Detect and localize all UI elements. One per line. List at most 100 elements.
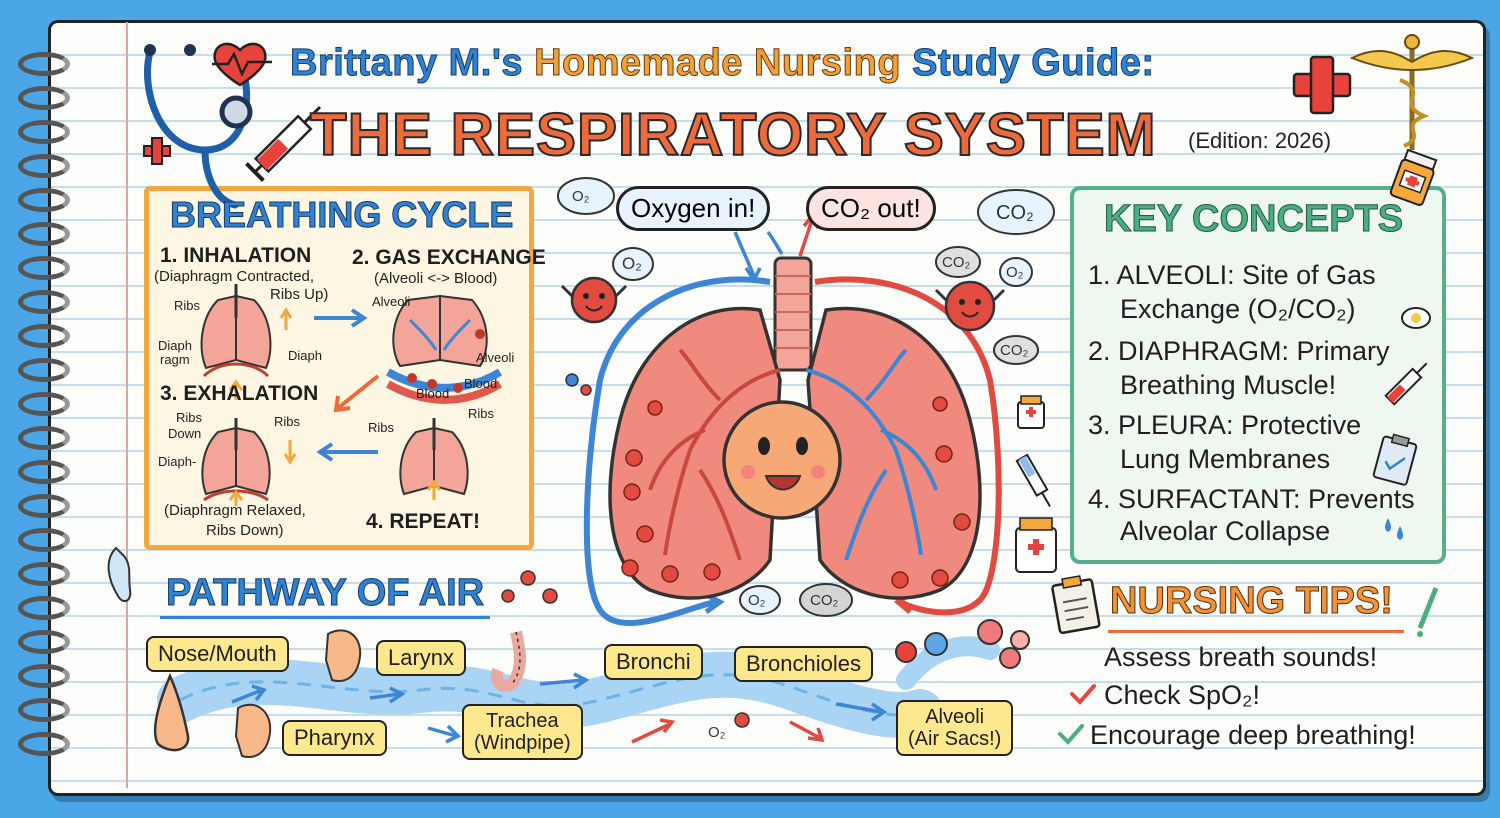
red-blood-cell-character — [934, 280, 1006, 332]
exhalation-note: (Diaphragm Relaxed, — [164, 502, 306, 519]
page-title: THE RESPIRATORY SYSTEM — [309, 100, 1157, 169]
o2-label: O₂ — [1006, 264, 1024, 281]
stethoscope-icon — [143, 44, 253, 209]
exhalation-lungs-diagram — [201, 418, 297, 506]
alveoli-label: Alveoli — [925, 706, 985, 728]
ribs-label: Ribs — [174, 298, 201, 313]
syringe-icon — [1015, 453, 1051, 507]
diaph-label: Diaph — [288, 348, 322, 363]
nursing-tips-heading: NURSING TIPS! — [1110, 580, 1394, 623]
medical-cross-icon — [143, 137, 171, 165]
trachea-label: Trachea — [486, 710, 559, 732]
spiral-ring — [18, 120, 70, 144]
oxygen-in-bubble: Oxygen in! — [616, 186, 771, 231]
checkmark-icon — [1058, 684, 1096, 745]
alveoli-box: Alveoli (Air Sacs!) — [896, 700, 1014, 756]
inhalation-title: 1. INHALATION — [160, 244, 312, 267]
o2-label: O₂ — [572, 188, 590, 205]
syringe-icon — [1384, 362, 1428, 406]
gas-exchange-note: (Alveoli <-> Blood) — [374, 270, 498, 287]
cycle-arrows — [314, 308, 380, 462]
spiral-ring — [18, 596, 70, 620]
gas-exchange-title: 2. GAS EXCHANGE — [352, 246, 546, 269]
key-concept-line: 3. PLEURA: Protective — [1088, 410, 1362, 440]
windpipe-label: (Windpipe) — [474, 732, 571, 754]
spiral-ring — [18, 392, 70, 416]
pathway-underline — [160, 616, 490, 619]
title-suffix: Study Guide: — [901, 42, 1155, 85]
trachea-box: Trachea (Windpipe) — [462, 704, 583, 760]
title-prefix: Brittany M.'s — [289, 42, 535, 85]
spiral-ring — [18, 52, 70, 76]
red-cross-icon — [1292, 55, 1352, 115]
o2-label: O₂ — [708, 724, 726, 741]
nose-mouth-box: Nose/Mouth — [146, 636, 289, 672]
blood-label: Blood — [464, 376, 498, 391]
decorative-molecules — [501, 373, 750, 728]
syringe-icon — [245, 105, 322, 182]
exhalation-note-2: Ribs Down) — [206, 522, 284, 539]
spiral-ring — [18, 528, 70, 552]
trachea-tube-icon — [490, 630, 526, 692]
tips-underline — [1108, 630, 1404, 633]
co2-label: CO₂ — [1000, 342, 1029, 359]
bronchioles-box: Bronchioles — [734, 646, 873, 682]
spiral-ring — [18, 494, 70, 518]
key-concept-line: Exchange (O₂/CO₂) — [1120, 294, 1356, 324]
co2-label: CO₂ — [996, 202, 1034, 224]
egg-icon — [1401, 307, 1431, 329]
bronchi-box: Bronchi — [604, 644, 703, 680]
key-concept-line: 1. ALVEOLI: Site of Gas — [1088, 260, 1376, 290]
gas-exchange-diagram — [386, 294, 503, 404]
pill-bottle-icon — [1389, 148, 1438, 206]
edition-label: (Edition: 2026) — [1188, 128, 1332, 153]
key-concept-line: Breathing Muscle! — [1120, 370, 1337, 400]
key-concepts-heading: KEY CONCEPTS — [1103, 198, 1404, 241]
alveoli-label-2: Alveoli — [476, 350, 515, 365]
balloons-icon — [895, 619, 1030, 669]
spiral-ring — [18, 358, 70, 382]
medicine-bottle-icon — [1015, 395, 1057, 573]
caduceus-icon — [1349, 34, 1475, 150]
diaph-label: Diaph- — [158, 454, 197, 469]
air-sacs-label: (Air Sacs!) — [908, 728, 1002, 750]
pathway-heading: PATHWAY OF AIR — [165, 572, 485, 615]
larynx-box: Larynx — [376, 640, 467, 676]
heartbeat-icon — [212, 42, 272, 87]
key-concept-line: 4. SURFACTANT: Prevents — [1088, 484, 1415, 514]
breathing-cycle-heading: BREATHING CYCLE — [169, 194, 514, 236]
nose-icon — [153, 672, 190, 752]
inhalation-lungs-diagram — [200, 284, 293, 400]
inhalation-note-2: Ribs Up) — [270, 286, 329, 303]
diaphragm-label: Diaph — [158, 338, 192, 353]
tip-deep-breathing: Encourage deep breathing! — [1090, 720, 1416, 750]
title-highlight: Homemade Nursing — [534, 42, 902, 85]
spiral-ring — [18, 290, 70, 314]
spiral-ring — [18, 664, 70, 688]
ribs-label-2: Ribs — [468, 406, 495, 421]
spiral-ring — [18, 256, 70, 280]
pathway-arrows — [231, 587, 1439, 744]
inhalation-note: (Diaphragm Contracted, — [154, 268, 315, 285]
clipboard-icon — [1051, 575, 1101, 635]
tip-check-spo2: Check SpO₂! — [1104, 680, 1261, 710]
spiral-ring — [18, 188, 70, 212]
key-concept-line: Alveolar Collapse — [1120, 516, 1331, 546]
red-blood-cell-character — [560, 276, 628, 324]
spiral-ring — [18, 460, 70, 484]
ribs-down-label: Down — [168, 426, 202, 441]
exhalation-title: 3. EXHALATION — [160, 382, 319, 405]
spiral-ring — [18, 698, 70, 722]
co2-out-bubble: CO₂ out! — [806, 186, 936, 231]
spiral-ring — [18, 562, 70, 586]
ribs-label: Ribs — [368, 420, 395, 435]
central-lungs-illustration — [583, 256, 1002, 627]
margin-line — [126, 22, 128, 788]
key-concept-line: Lung Membranes — [1120, 444, 1331, 474]
key-concepts-panel — [1070, 186, 1446, 564]
molecule-clouds — [557, 177, 1055, 617]
ribs-label: Ribs — [176, 410, 203, 425]
diaphragm-label-2: ragm — [160, 352, 190, 367]
throat-profile-icon — [234, 629, 362, 758]
